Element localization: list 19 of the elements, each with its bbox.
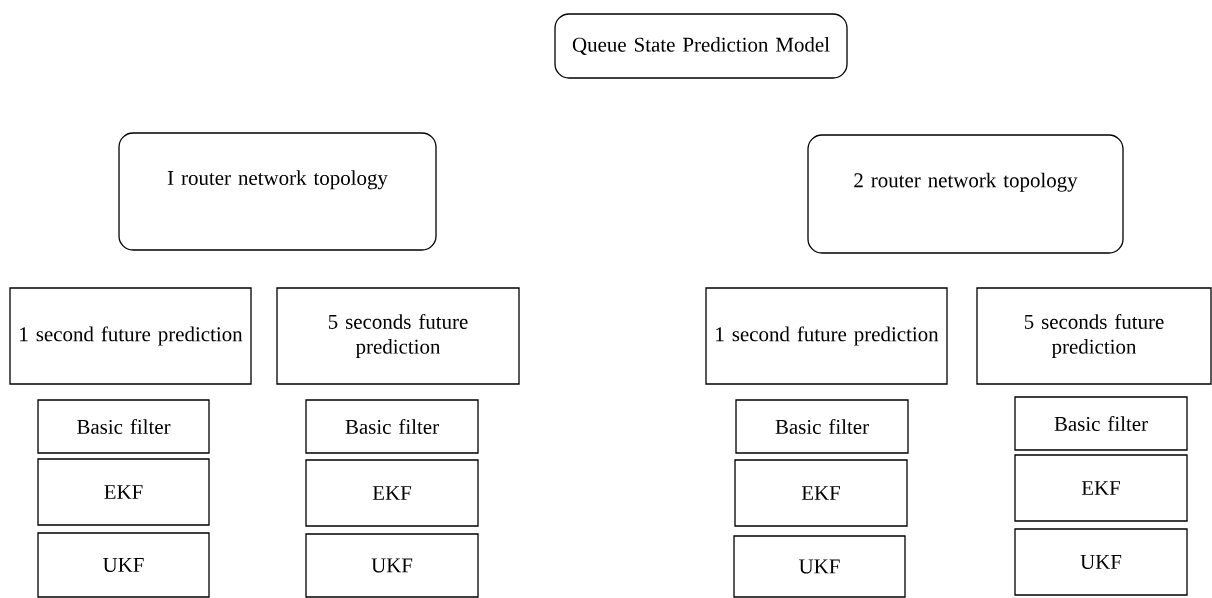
rounded-box: 2 router network topology	[807, 134, 1124, 254]
process-box: 1 second future prediction	[9, 287, 252, 385]
process-box: UKF	[37, 532, 210, 598]
process-box: 1 second future prediction	[705, 287, 948, 385]
process-box: EKF	[37, 458, 210, 526]
process-box: Basic filter	[37, 399, 210, 454]
process-box: EKF	[734, 459, 908, 527]
process-box: UKF	[305, 533, 479, 598]
process-box: Basic filter	[305, 399, 479, 454]
rounded-box: Queue State Prediction Model	[554, 13, 848, 79]
process-box: EKF	[1014, 454, 1188, 522]
process-box: Basic filter	[1014, 396, 1188, 451]
process-box: Basic filter	[735, 399, 909, 454]
rounded-box: I router network topology	[118, 132, 437, 251]
process-box: EKF	[305, 459, 479, 527]
process-box: UKF	[1014, 528, 1188, 596]
process-box: 5 seconds future prediction	[976, 287, 1212, 385]
process-box: 5 seconds future prediction	[276, 287, 520, 385]
process-box: UKF	[733, 535, 906, 598]
